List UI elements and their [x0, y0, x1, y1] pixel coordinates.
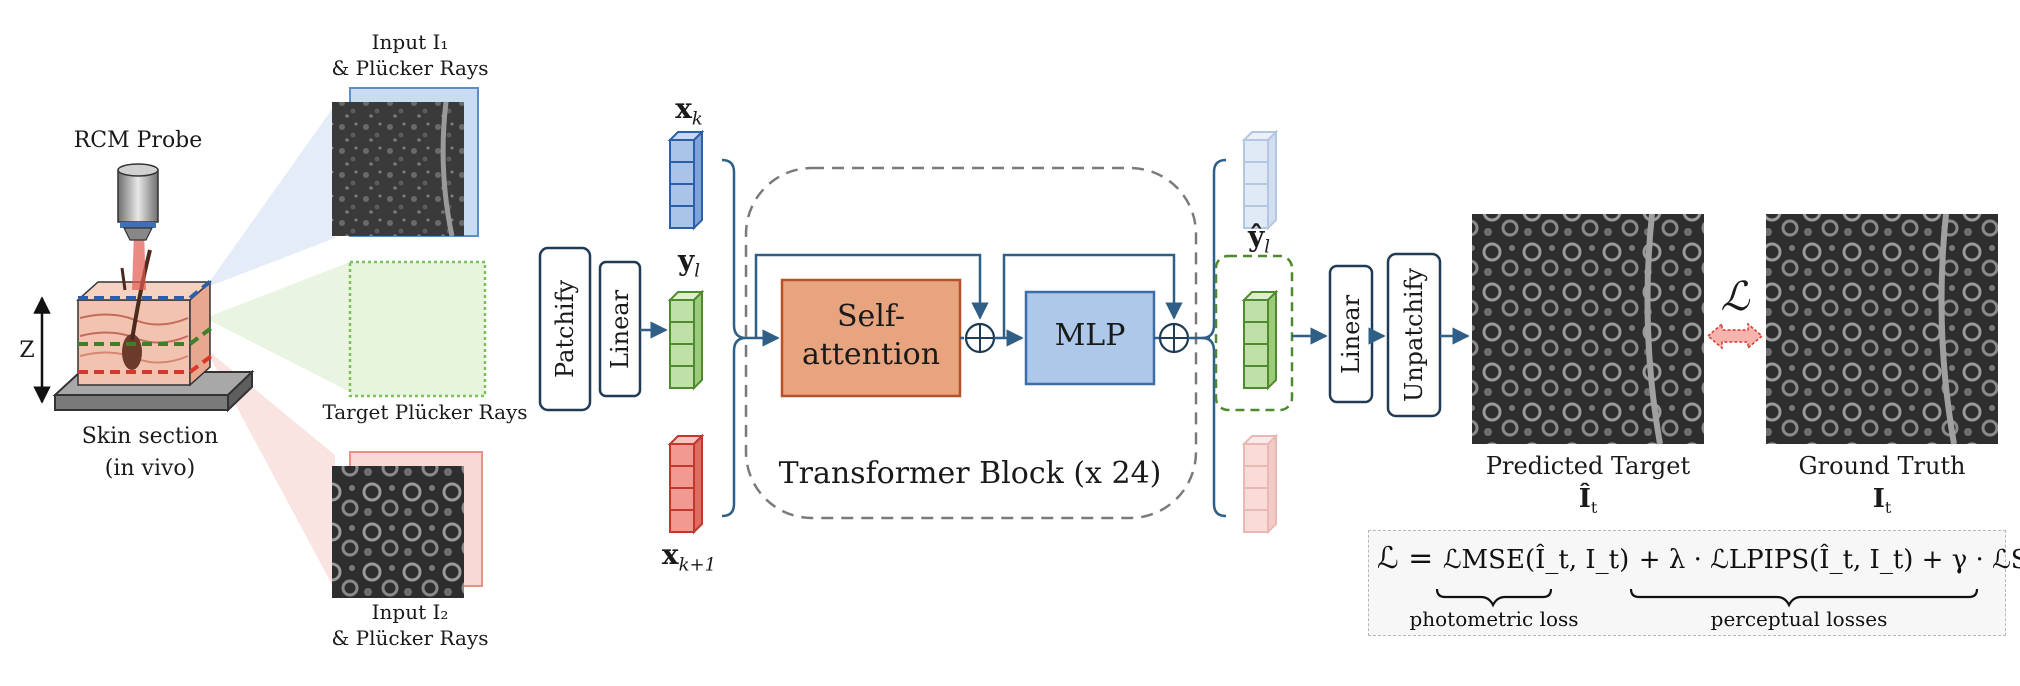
loss-perceptual-terms: + λ · ℒLPIPS(Î_t, I_t) + γ · ℒSPF — [1638, 545, 2020, 575]
ground-truth-label: Ground Truth — [1798, 452, 1966, 480]
input2-label: Input I₂ — [371, 600, 449, 624]
predicted-token-highlight — [1214, 254, 1294, 412]
transformer-block-border — [744, 166, 1198, 520]
perceptual-brace — [1629, 588, 1979, 608]
linear-out-label: Linear — [1337, 294, 1365, 374]
token-yhat-subscript: l — [1264, 236, 1271, 258]
input1-sublabel: & Plücker Rays — [331, 56, 489, 80]
ground-truth-image — [1766, 213, 1998, 445]
beam-input1 — [205, 105, 335, 288]
probe-label: RCM Probe — [73, 128, 203, 153]
perceptual-losses-label: perceptual losses — [1710, 607, 1888, 631]
ground-truth-symbol-char: I — [1872, 484, 1885, 514]
predicted-target-image — [1472, 213, 1704, 445]
self-attention-line2: attention — [801, 337, 941, 372]
token-stack-faded-blue — [1241, 129, 1279, 231]
skin-section-label: Skin section — [81, 424, 219, 449]
loss-braces — [1435, 588, 1979, 608]
target-plucker-rays-image — [348, 260, 487, 398]
token-xk1-symbol: x — [661, 538, 679, 571]
patchify-box — [538, 246, 592, 412]
loss-equation: ℒ = ℒMSE(Î_t, I_t) + λ · ℒLPIPS(Î_t, I_t… — [1377, 541, 2020, 576]
token-yl-symbol: y — [677, 244, 695, 277]
token-stack-faded-red — [1241, 433, 1279, 535]
transformer-block-label: Transformer Block (x 24) — [778, 456, 1162, 491]
input1-label: Input I₁ — [371, 30, 449, 54]
token-label-xk: xk — [664, 92, 714, 130]
predicted-target-label: Predicted Target — [1485, 452, 1691, 480]
token-xk-symbol: x — [675, 92, 692, 125]
beam-input2 — [205, 348, 335, 590]
skin-section-illustration — [33, 105, 350, 590]
unpatchify-label: Unpatchify — [1400, 268, 1428, 403]
skip-connection-2 — [1002, 253, 1183, 338]
loss-equation-box: ℒ = ℒMSE(Î_t, I_t) + λ · ℒLPIPS(Î_t, I_t… — [1368, 530, 2020, 636]
token-stack-xk1 — [667, 433, 705, 535]
predicted-symbol-char: Î — [1578, 484, 1591, 514]
token-yhat-symbol: ŷ — [1247, 220, 1265, 253]
predicted-symbol-sub: t — [1590, 498, 1598, 518]
self-attention-box — [780, 278, 962, 398]
token-label-xk1: xk+1 — [654, 538, 724, 576]
skip-connection-1 — [754, 253, 989, 338]
loss-double-arrow — [1706, 322, 1764, 350]
input1-image — [332, 87, 479, 237]
input2-image — [332, 451, 483, 598]
ground-truth-symbol: It — [1756, 484, 2008, 517]
z-axis-label: Z — [19, 338, 35, 363]
loss-mse-term: ℒMSE(Î_t, I_t) — [1442, 545, 1630, 575]
output-bracket — [1201, 158, 1227, 518]
target-plucker-label: Target Plücker Rays — [322, 400, 528, 424]
predicted-target-symbol: Ît — [1462, 484, 1714, 517]
token-yl-subscript: l — [694, 260, 701, 282]
token-xk1-subscript: k+1 — [678, 554, 717, 576]
token-label-yhat: ŷl — [1234, 220, 1284, 258]
linear-in-label: Linear — [606, 289, 634, 369]
skin-section-sublabel: (in vivo) — [104, 456, 196, 481]
loss-symbol: ℒ — [1720, 274, 1750, 320]
token-label-yl: yl — [664, 244, 714, 282]
beam-target — [205, 262, 350, 392]
token-stack-yl — [667, 289, 705, 391]
input-bracket — [721, 158, 747, 518]
photometric-brace — [1435, 588, 1553, 608]
token-stack-xk — [667, 129, 705, 231]
mlp-label: MLP — [1054, 318, 1126, 353]
token-stack-yhat — [1241, 289, 1279, 391]
loss-lhs: ℒ = — [1377, 541, 1434, 576]
probe-body — [117, 169, 159, 223]
input2-sublabel: & Plücker Rays — [331, 626, 489, 650]
token-xk-subscript: k — [691, 108, 703, 130]
self-attention-label: Self- attention — [782, 298, 960, 374]
self-attention-line1: Self- — [836, 299, 906, 334]
mlp-box — [1024, 290, 1156, 386]
ground-truth-symbol-sub: t — [1884, 498, 1892, 518]
patchify-label: Patchify — [551, 279, 579, 379]
photometric-loss-label: photometric loss — [1409, 607, 1579, 631]
